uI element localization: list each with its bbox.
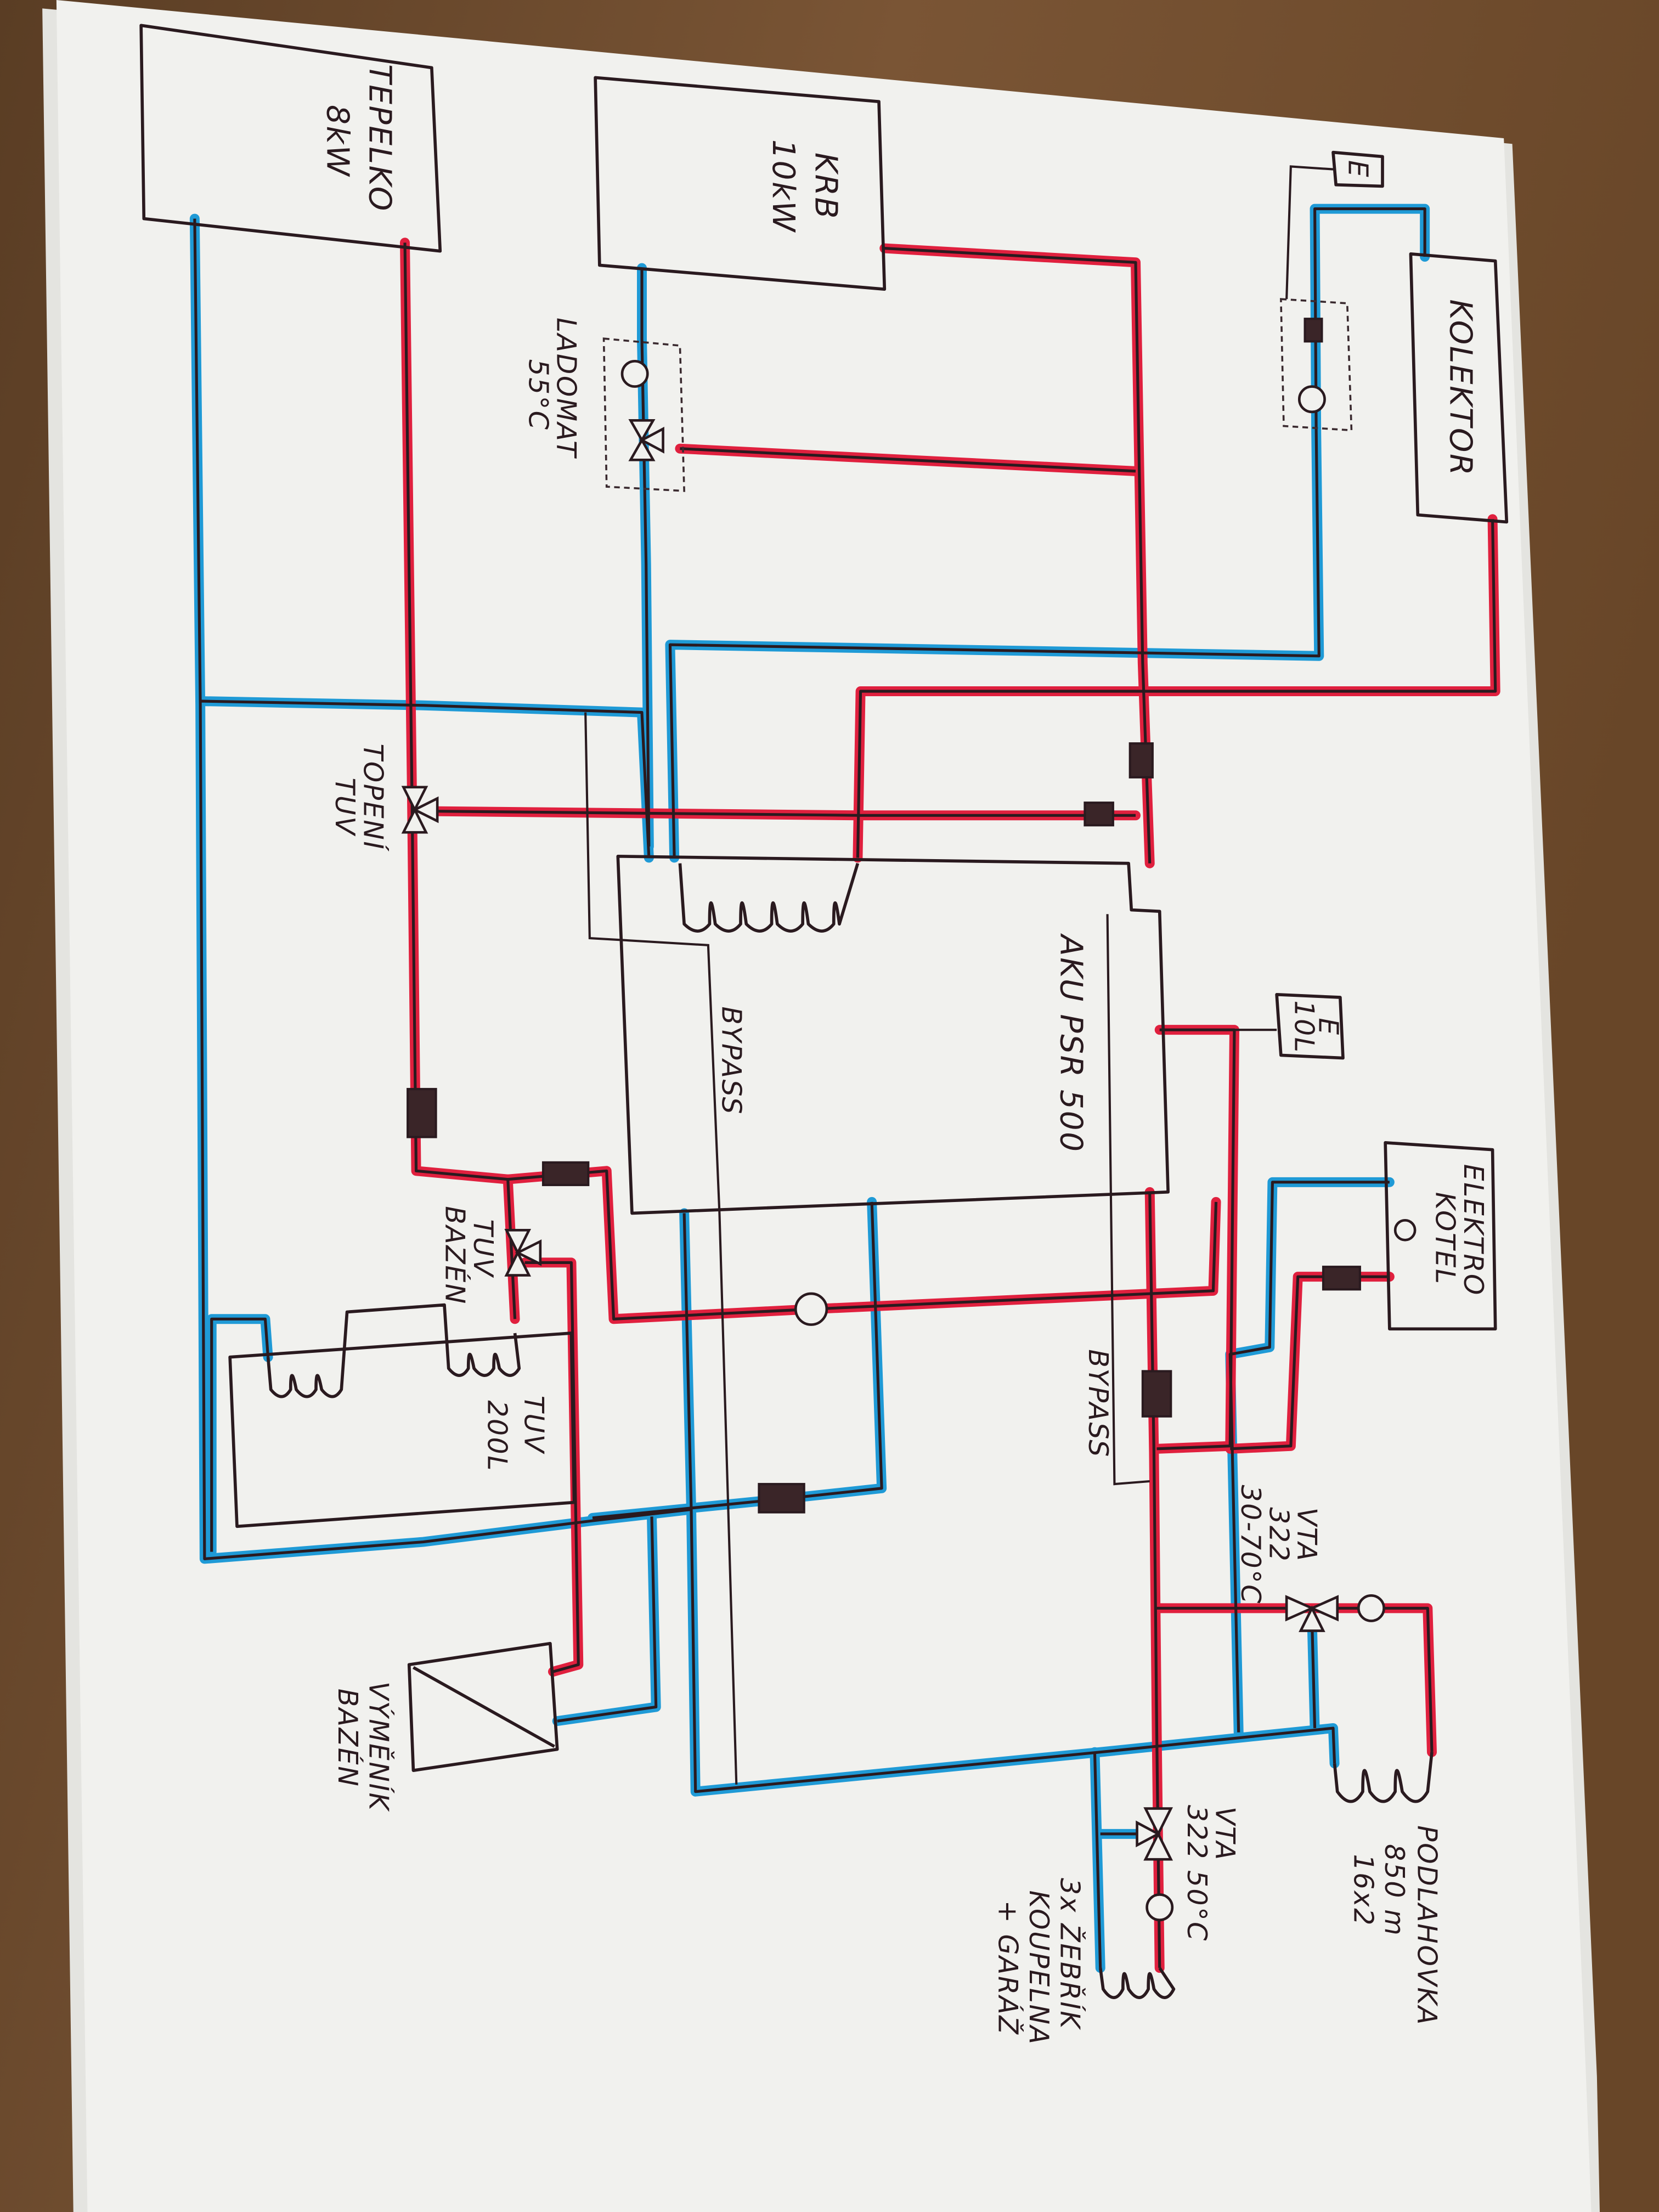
heat-coil-icon [1333, 1752, 1434, 1803]
pump-icon [794, 1292, 828, 1326]
pipe-core-line [856, 519, 1497, 858]
check-valve-icon [1128, 742, 1154, 778]
pipe-core-line [403, 242, 517, 1319]
bypass-line-aku [584, 712, 738, 1785]
radiators-room: KOUPELNA [1023, 1891, 1054, 2046]
tepelko-power: 8kW [320, 105, 356, 177]
check-valve-icon [1322, 1266, 1361, 1291]
check-valve-icon [1084, 802, 1114, 827]
pipe-core-line [1310, 1619, 1317, 1729]
aku-tank [616, 855, 1170, 1215]
pump-icon [1297, 385, 1326, 414]
pipe-core-line [507, 1169, 1218, 1321]
pipe-core-line [1228, 1181, 1390, 1733]
pipe-core-line [1093, 1752, 1102, 1968]
check-valve-icon [1304, 318, 1323, 343]
tepelko-label: TEPELKO [362, 64, 398, 212]
three-way-valve-icon [1285, 1595, 1339, 1632]
kolektor-box [1409, 252, 1509, 524]
pipe-core-line [682, 1213, 1336, 1793]
expansion-line-top [1285, 165, 1334, 300]
ladomat-group [602, 337, 685, 492]
heat-exchanger-diagonal [413, 1666, 555, 1748]
topeni-tuv-label-2: TUV [329, 777, 360, 837]
expansion-vessel-top [1331, 150, 1384, 188]
three-way-valve-icon [1136, 1807, 1173, 1861]
bypass-line-right [1106, 914, 1150, 1486]
vta-radiators-label: VTA [1210, 1807, 1241, 1861]
topeni-tuv-label: TOPENÍ [357, 743, 388, 851]
check-valve-icon [758, 1483, 805, 1514]
heat-coil-icon [678, 862, 860, 933]
expansion-aku-volume: 10L [1289, 1000, 1320, 1053]
bypass-right-label: BYPASS [1082, 1349, 1114, 1458]
aku-label: AKU PSR 500 [1053, 933, 1090, 1153]
vymenik-label-2: BAZÉN [332, 1689, 363, 1788]
pipe-core-line [210, 1317, 270, 1552]
three-way-valve-icon [628, 419, 664, 461]
three-way-valve-icon [504, 1228, 542, 1277]
vta-radiators-model: 322 50°C [1181, 1805, 1212, 1942]
ladomat-temp: 55°C [522, 359, 554, 431]
pipe-core-line [680, 447, 1136, 473]
krb-box [594, 76, 887, 291]
kolektor-label: KOLEKTOR [1442, 299, 1479, 476]
pipe-core-line [200, 699, 651, 858]
radiators-garage: + GARÁŽ [992, 1900, 1024, 2036]
elektrokotel-label-2: KOTEL [1430, 1192, 1461, 1285]
expansion-vessel-aku [1275, 993, 1345, 1060]
pipe-core-line [193, 218, 692, 1560]
pipe-core-line [668, 207, 1426, 858]
ladomat-label: LADOMAT [551, 318, 582, 459]
tuv-tank-label: TUV [518, 1396, 550, 1455]
elektrokotel-label: ELEKTRO [1458, 1164, 1489, 1296]
vta-floor-label: VTA [1291, 1508, 1323, 1562]
podlahovka-pipe: 16x2 [1348, 1854, 1379, 1927]
pipe-core-line [430, 810, 1136, 817]
expansion-aku-label: E [1312, 1018, 1344, 1036]
vta-floor-range: 30-70°C [1235, 1485, 1266, 1604]
bypass-aku-label: BYPASS [716, 1006, 747, 1115]
heat-coil-icon [1098, 1967, 1176, 1999]
pipe-core-line [592, 1201, 883, 1520]
pump-icon [620, 359, 649, 388]
pipe-core-line [557, 1516, 658, 1723]
three-way-valve-icon [401, 786, 439, 834]
tuv-tank-volume: 200L [482, 1400, 513, 1472]
radiators-label: 3x ŽEBŘÍK [1054, 1878, 1086, 2030]
vta-floor-model: 322 [1263, 1507, 1294, 1562]
krb-label: KRB [808, 153, 844, 220]
elektrokotel-box [1384, 1141, 1497, 1331]
tuv-bazen-label: TUV [467, 1219, 499, 1278]
check-valve-icon [1141, 1370, 1172, 1418]
pump-icon [1146, 1893, 1174, 1922]
check-valve-icon [541, 1161, 590, 1187]
podlahovka-label: PODLAHOVKA [1411, 1825, 1442, 2026]
pump-icon [1393, 1218, 1417, 1242]
pipe-core-line [1156, 1028, 1236, 1451]
check-valve-icon [407, 1088, 437, 1138]
heat-coil-icon [266, 1303, 521, 1398]
podlahovka-length: 850 m [1379, 1844, 1410, 1937]
vymenik-label: VÝMĚNÍK [363, 1681, 394, 1813]
tuv-bazen-label-2: BAZÉN [439, 1206, 471, 1305]
krb-power: 10kW [765, 139, 802, 233]
expansion-top-label: E [1342, 160, 1373, 178]
pump-icon [1357, 1594, 1385, 1622]
tepelko-box [139, 24, 442, 253]
tuv-tank [228, 1331, 576, 1528]
kolektor-pump-group [1280, 298, 1353, 432]
heat-exchanger-icon [407, 1641, 559, 1772]
pipe-core-line [1156, 1606, 1434, 1752]
